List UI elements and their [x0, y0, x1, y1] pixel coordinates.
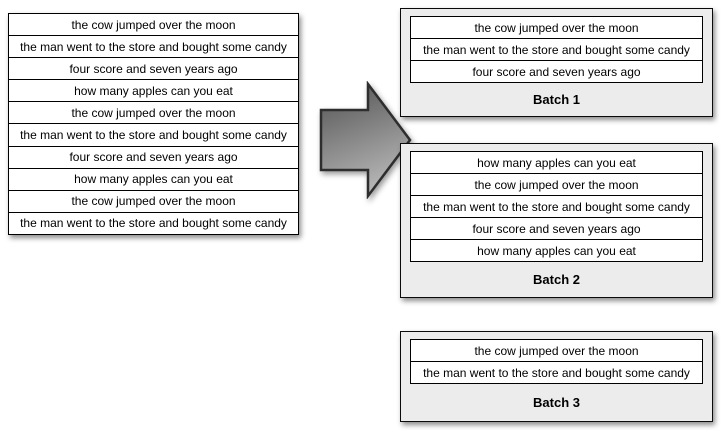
sentence-row: four score and seven years ago [411, 218, 702, 240]
sentence-text: the cow jumped over the moon [474, 343, 639, 358]
sentence-row: the man went to the store and bought som… [411, 39, 702, 61]
sentence-text: the man went to the store and bought som… [423, 42, 690, 57]
sentence-text: the cow jumped over the moon [474, 20, 639, 35]
sentence-row: how many apples can you eat [9, 80, 298, 103]
sentence-text: how many apples can you eat [477, 155, 636, 170]
batch-3-box: the cow jumped over the moon the man wen… [400, 331, 713, 422]
sentence-row: the cow jumped over the moon [9, 190, 298, 213]
sentence-text: the man went to the store and bought som… [20, 128, 287, 143]
batch-3-table: the cow jumped over the moon the man wen… [410, 339, 703, 384]
sentence-row: the man went to the store and bought som… [9, 212, 298, 234]
batch-1-box: the cow jumped over the moon the man wen… [400, 8, 713, 117]
sentence-text: the cow jumped over the moon [71, 194, 236, 209]
sentence-text: the man went to the store and bought som… [20, 216, 287, 231]
sentence-row: the cow jumped over the moon [411, 340, 702, 362]
sentence-row: the cow jumped over the moon [411, 174, 702, 196]
sentence-row: the man went to the store and bought som… [9, 36, 298, 59]
batch-1-label: Batch 1 [533, 92, 580, 107]
batch-2-table: how many apples can you eat the cow jump… [410, 151, 703, 262]
sentence-row: the man went to the store and bought som… [411, 362, 702, 383]
sentence-text: four score and seven years ago [69, 61, 238, 76]
sentence-text: the man went to the store and bought som… [20, 39, 287, 54]
sentence-text: four score and seven years ago [472, 221, 641, 236]
sentence-text: the cow jumped over the moon [71, 17, 236, 32]
sentence-row: the man went to the store and bought som… [9, 124, 298, 147]
sentence-text: how many apples can you eat [477, 243, 636, 258]
sentence-row: how many apples can you eat [411, 152, 702, 174]
sentence-row: how many apples can you eat [411, 240, 702, 261]
sentence-text: the cow jumped over the moon [71, 105, 236, 120]
sentence-text: the man went to the store and bought som… [423, 365, 690, 380]
sentence-text: the man went to the store and bought som… [423, 199, 690, 214]
sentence-row: four score and seven years ago [9, 146, 298, 169]
batch-3-label: Batch 3 [533, 395, 580, 410]
sentence-text: four score and seven years ago [472, 64, 641, 79]
sentence-row: the cow jumped over the moon [411, 17, 702, 39]
sentence-text: four score and seven years ago [69, 150, 238, 165]
sentence-row: four score and seven years ago [411, 61, 702, 82]
sentence-text: the cow jumped over the moon [474, 177, 639, 192]
sentence-text: how many apples can you eat [74, 83, 233, 98]
batch-1-table: the cow jumped over the moon the man wen… [410, 16, 703, 83]
input-sentence-list: the cow jumped over the moon the man wen… [8, 13, 299, 235]
sentence-row: the cow jumped over the moon [9, 102, 298, 125]
batch-2-box: how many apples can you eat the cow jump… [400, 143, 713, 298]
sentence-row: four score and seven years ago [9, 58, 298, 81]
sentence-text: how many apples can you eat [74, 172, 233, 187]
sentence-row: the man went to the store and bought som… [411, 196, 702, 218]
sentence-row: the cow jumped over the moon [9, 14, 298, 37]
right-block-arrow-icon [319, 81, 412, 199]
sentence-row: how many apples can you eat [9, 168, 298, 191]
batch-2-label: Batch 2 [533, 272, 580, 287]
